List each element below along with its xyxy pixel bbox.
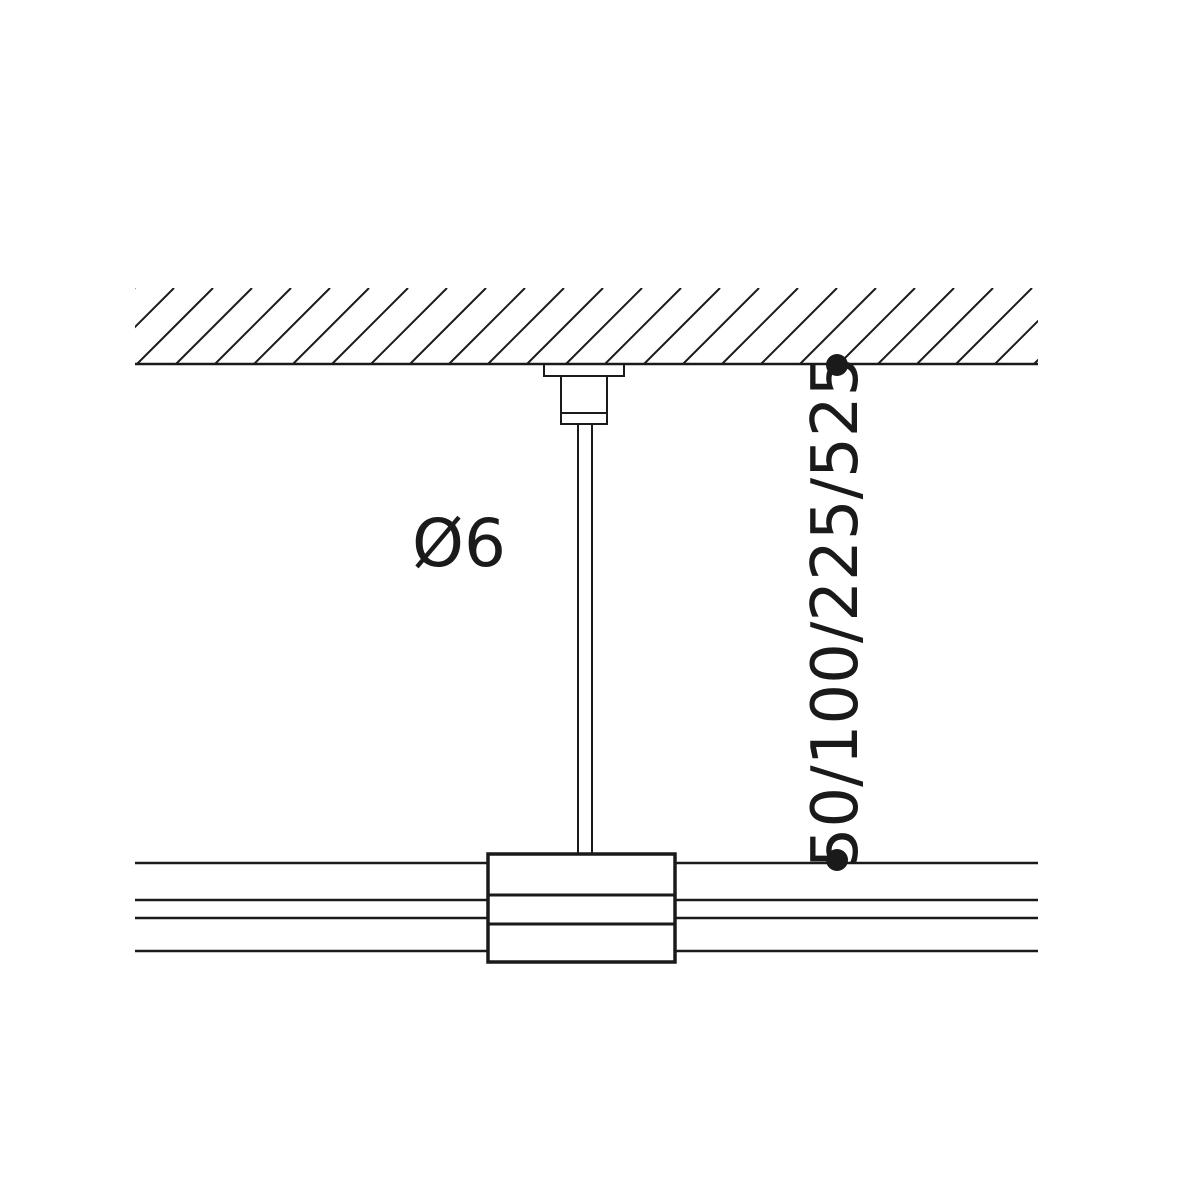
ceiling-canopy <box>543 363 625 425</box>
rod-diameter-label: Ø6 <box>412 505 506 582</box>
dimension-dot-top <box>826 354 848 376</box>
track-connector <box>486 852 677 964</box>
suspension-rod <box>577 423 593 855</box>
dimension-dot-bottom <box>826 849 848 871</box>
track-profile <box>135 861 1038 953</box>
ceiling-hatch <box>135 288 1038 364</box>
length-options-label: 50/100/225/525 <box>799 356 873 869</box>
